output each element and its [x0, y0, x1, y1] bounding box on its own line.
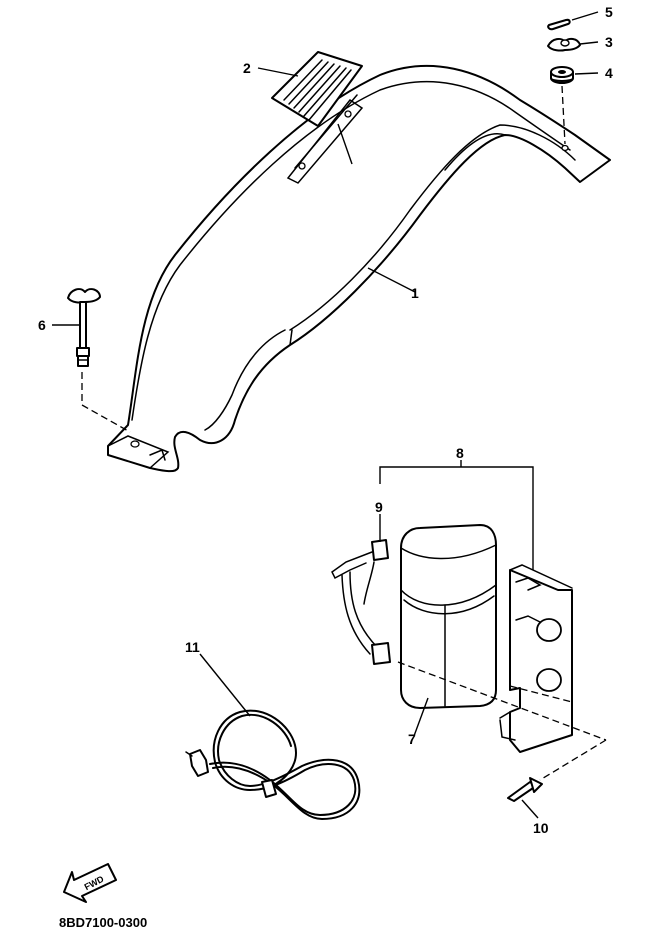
callout-6: 6: [38, 317, 46, 333]
callout-8: 8: [456, 445, 464, 461]
assembly-line-6: [81, 372, 131, 433]
assembly-line-10a: [397, 661, 607, 741]
callout-11: 11: [185, 639, 200, 655]
bracket-part-8: [499, 564, 573, 753]
tool-box-part-7: [400, 524, 497, 709]
callout-5: 5: [605, 4, 613, 20]
callout-3: 3: [605, 34, 613, 50]
rivet-part-10: [507, 777, 543, 802]
assembly-line-10b: [539, 739, 607, 781]
callout-4: 4: [605, 65, 613, 81]
cable-part-11: [185, 709, 361, 821]
wing-nut-part-3: [547, 37, 581, 52]
bolt-part-6: [67, 288, 101, 367]
leader-lines: [52, 11, 599, 819]
label-part-2: [271, 51, 363, 127]
callout-1: 1: [411, 285, 419, 301]
drawing-code: 8BD7100-0300: [59, 915, 148, 930]
clip-part-5: [547, 18, 571, 31]
callout-10: 10: [533, 820, 549, 836]
callout-2: 2: [243, 60, 251, 76]
grommet-part-4: [550, 66, 574, 84]
strap-part-9: [331, 539, 391, 665]
forward-arrow-icon: FWD: [63, 863, 117, 903]
assembly-line-4: [561, 85, 566, 145]
rear-fender-part-1: [107, 64, 611, 473]
callout-7: 7: [408, 731, 416, 747]
callout-9: 9: [375, 499, 383, 515]
